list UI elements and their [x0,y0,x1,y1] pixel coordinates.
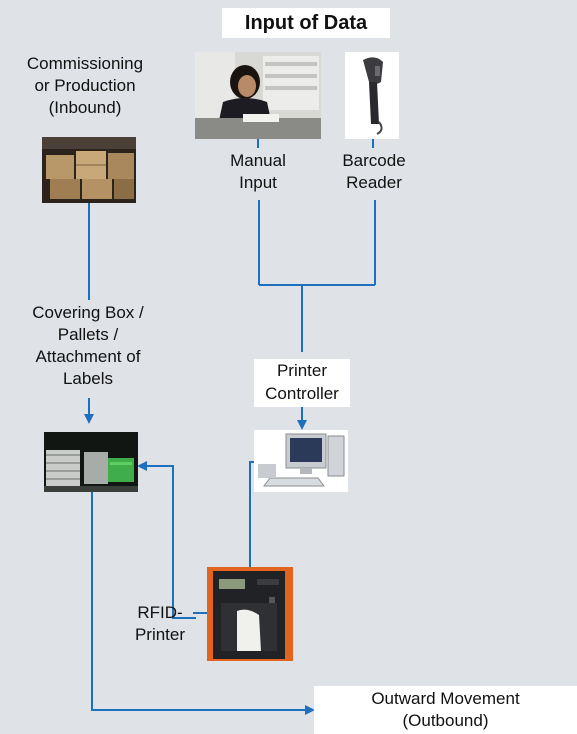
barcode-reader-label: Barcode Reader [342,151,406,192]
arrow-pallets-to-outward [91,492,315,715]
arrow-rfid-to-pallets [137,461,196,619]
barcode-scanner-photo [345,52,399,139]
printer-controller-label: Printer Controller [254,359,350,407]
rfid-printer-label: RFID- Printer [134,603,186,644]
pallets-photo [44,432,138,492]
boxes-photo [42,137,136,203]
outward-movement-label: Outward Movement (Outbound) [314,686,577,734]
rfid-printer-photo [207,567,293,661]
manual-input-label: Manual Input [230,151,286,192]
worker-at-desk-photo [195,52,321,139]
computer-photo [254,430,348,492]
covering-box-label: Covering Box / Pallets / Attachment of L… [32,303,144,388]
diagram-title: Input of Data [222,8,390,38]
commissioning-label: Commissioning or Production (Inbound) [26,54,144,117]
